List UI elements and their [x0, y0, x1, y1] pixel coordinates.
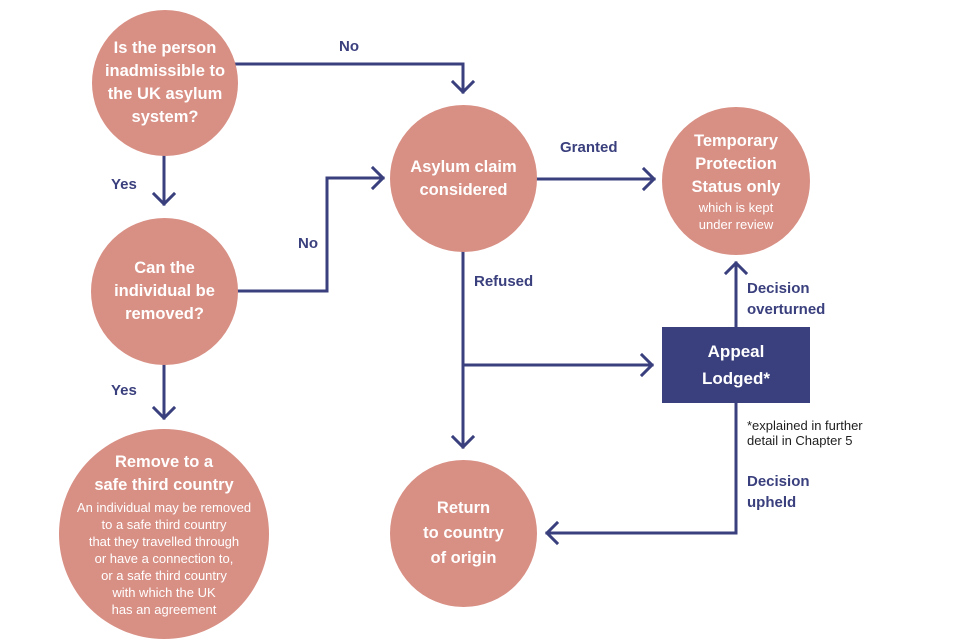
node-inadmissible-line: Is the person: [113, 39, 217, 57]
node-safe-third-country: Remove to a safe third country An indivi…: [59, 429, 269, 639]
node-can-remove-line: Can the: [134, 259, 195, 277]
edge-label-decision-upheld: Decision upheld: [747, 471, 810, 513]
node-temporary-protection-status: Temporary Protection Status only which i…: [662, 107, 810, 255]
node-safe-third-desc: or a safe third country: [101, 568, 227, 583]
node-return-to-country-of-origin: Return to country of origin: [390, 460, 537, 607]
node-temporary-protection-title: Temporary: [693, 131, 779, 150]
node-appeal-line: Appeal: [707, 342, 765, 361]
node-temporary-protection-title: Protection: [695, 154, 777, 173]
edge-label-decision-upheld-line: upheld: [747, 494, 797, 511]
edge-inadmissible-no: [234, 62, 465, 94]
node-can-remove-line: individual be: [114, 282, 215, 300]
arrowhead-right: [641, 166, 657, 192]
node-safe-third-desc: has an agreement: [111, 602, 217, 617]
node-safe-third-desc: that they travelled through: [88, 534, 240, 549]
node-inadmissible-line: inadmissible to: [104, 62, 226, 80]
edge-decision-upheld: [545, 401, 738, 535]
node-can-remove-question: Can the individual be removed?: [91, 218, 238, 365]
node-inadmissible-line: system?: [131, 108, 199, 126]
node-return-origin-line: Return: [436, 499, 491, 517]
edge-label-decision-overturned-line: Decision: [747, 280, 810, 297]
node-can-remove-line: removed?: [125, 305, 204, 323]
edge-label-decision-upheld-line: Decision: [747, 473, 810, 490]
appeal-footnote-line: *explained in further: [747, 418, 863, 433]
node-appeal-line: Lodged*: [702, 369, 770, 388]
node-asylum-claim-line: Asylum claim: [410, 157, 517, 176]
node-safe-third-title: safe third country: [94, 476, 234, 494]
node-safe-third-desc: An individual may be removed: [76, 500, 252, 515]
edge-label-refused: Refused: [474, 273, 534, 290]
arrowhead-right: [639, 352, 655, 378]
node-asylum-claim-line: considered: [419, 180, 508, 199]
edge-label-no-middle: No: [298, 235, 318, 252]
appeal-footnote: *explained in further detail in Chapter …: [747, 418, 863, 448]
edge-can-remove-no: [235, 176, 385, 293]
edge-label-no-top: No: [339, 38, 359, 55]
edge-label-granted: Granted: [560, 139, 618, 156]
node-return-origin-line: to country: [423, 524, 504, 542]
node-asylum-claim-considered: Asylum claim considered: [390, 105, 537, 252]
node-inadmissible-line: the UK asylum: [107, 85, 223, 103]
arrowhead-down: [450, 434, 476, 450]
node-safe-third-desc: with which the UK: [112, 585, 216, 600]
arrowhead-right: [370, 165, 386, 191]
edge-label-yes-second: Yes: [111, 382, 137, 399]
edge-label-yes-first: Yes: [111, 176, 137, 193]
edge-label-decision-overturned-line: overturned: [747, 301, 826, 318]
arrowhead-down: [151, 191, 177, 207]
arrowhead-up: [723, 260, 749, 276]
node-safe-third-title: Remove to a: [114, 453, 214, 471]
arrowhead-down: [151, 405, 177, 421]
edge-label-decision-overturned: Decision overturned: [747, 278, 825, 320]
arrowhead-left: [544, 520, 560, 546]
node-temporary-protection-desc: which is kept: [698, 199, 774, 215]
node-appeal-lodged: Appeal Lodged*: [662, 327, 810, 403]
node-safe-third-desc: to a safe third country: [101, 517, 227, 532]
node-temporary-protection-desc: under review: [698, 216, 774, 232]
arrowhead-down: [450, 79, 476, 95]
node-safe-third-desc: or have a connection to,: [94, 551, 234, 566]
appeal-footnote-line: detail in Chapter 5: [747, 433, 853, 448]
node-return-origin-line: of origin: [430, 549, 497, 567]
node-temporary-protection-title: Status only: [691, 177, 781, 196]
node-inadmissible-question: Is the person inadmissible to the UK asy…: [92, 10, 238, 156]
